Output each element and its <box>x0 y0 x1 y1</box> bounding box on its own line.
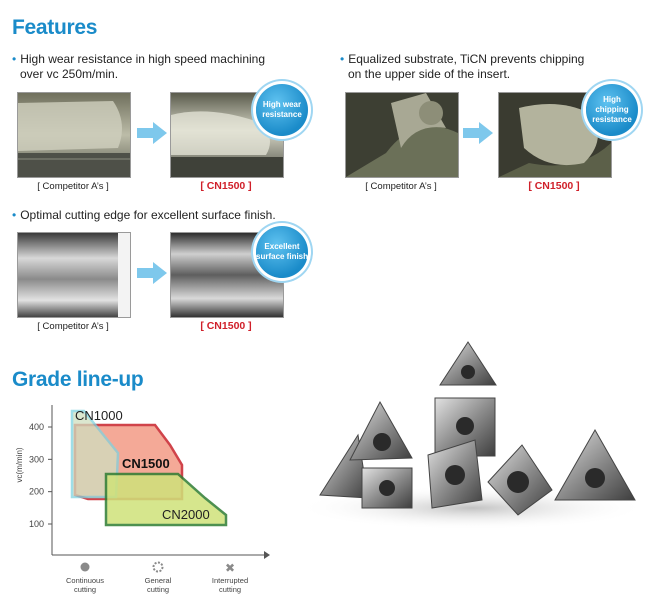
badge-text: Excellent <box>264 242 300 251</box>
x-category-marker: ✖ <box>225 561 235 575</box>
arrow-right-icon <box>137 262 167 284</box>
x-axis-arrow <box>264 551 270 559</box>
competitor-caption: [ Competitor A’s ] <box>37 321 109 332</box>
x-category-label: General <box>145 576 172 585</box>
label-cn1500: CN1500 <box>122 456 170 471</box>
y-tick-label: 300 <box>29 454 44 464</box>
x-category-marker <box>152 561 164 573</box>
x-category-marker <box>80 562 90 572</box>
y-tick-label: 400 <box>29 422 44 432</box>
x-category-label: cutting <box>147 585 169 594</box>
badge-text: High chipping <box>595 95 629 114</box>
y-tick-label: 100 <box>29 519 44 529</box>
label-cn1000: CN1000 <box>75 408 123 423</box>
features-heading: Features <box>12 16 98 39</box>
badge-text: surface finish <box>256 252 309 261</box>
region-cn2000 <box>104 472 228 527</box>
bullet-dot: • <box>12 52 17 66</box>
feature-bullet-wear: •High wear resistance in high speed mach… <box>12 52 265 82</box>
bullet-dot: • <box>340 52 345 66</box>
bullet-text-cont: on the upper side of the insert. <box>348 67 511 81</box>
feature-bullet-finish: •Optimal cutting edge for excellent surf… <box>12 208 276 223</box>
bullet-text: Equalized substrate, TiCN prevents chipp… <box>348 52 585 66</box>
bullet-text: Optimal cutting edge for excellent surfa… <box>20 208 276 222</box>
badge-text: resistance <box>262 110 302 119</box>
cn1500-caption: [ CN1500 ] <box>200 180 252 192</box>
y-ticks: 100 200 300 400 <box>29 422 52 529</box>
x-category-label: cutting <box>74 585 96 594</box>
competitor-wear-photo <box>17 92 131 178</box>
badge-text: resistance <box>592 115 632 124</box>
y-axis-label: vc(m/min) <box>15 447 24 482</box>
bullet-text: High wear resistance in high speed machi… <box>20 52 266 66</box>
feature-bullet-chipping: •Equalized substrate, TiCN prevents chip… <box>340 52 584 82</box>
badge-text: High wear <box>262 100 302 109</box>
x-category-label: Interrupted <box>212 576 248 585</box>
grade-lineup-heading: Grade line-up <box>12 368 144 391</box>
label-cn2000: CN2000 <box>162 507 210 522</box>
x-category-label: Continuous <box>66 576 104 585</box>
bullet-text-cont: over vc 250m/min. <box>20 67 119 81</box>
cn1500-caption: [ CN1500 ] <box>528 180 580 192</box>
x-categories: ContinuouscuttingGeneralcutting✖Interrup… <box>66 561 248 594</box>
competitor-chipping-photo <box>345 92 459 178</box>
arrow-right-icon <box>463 122 493 144</box>
competitor-caption: [ Competitor A’s ] <box>37 181 109 192</box>
y-tick-label: 200 <box>29 487 44 497</box>
inserts-photo <box>300 341 645 530</box>
x-category-label: cutting <box>219 585 241 594</box>
bullet-dot: • <box>12 208 17 222</box>
competitor-finish-photo <box>17 232 131 318</box>
cn1500-wear-photo <box>170 92 284 178</box>
arrow-right-icon <box>137 122 167 144</box>
grade-lineup-chart: vc(m/min) 100 200 300 400 CN1000 CN1500 CN2… <box>15 405 270 594</box>
cn1500-caption: [ CN1500 ] <box>200 320 252 332</box>
competitor-caption: [ Competitor A’s ] <box>365 181 437 192</box>
